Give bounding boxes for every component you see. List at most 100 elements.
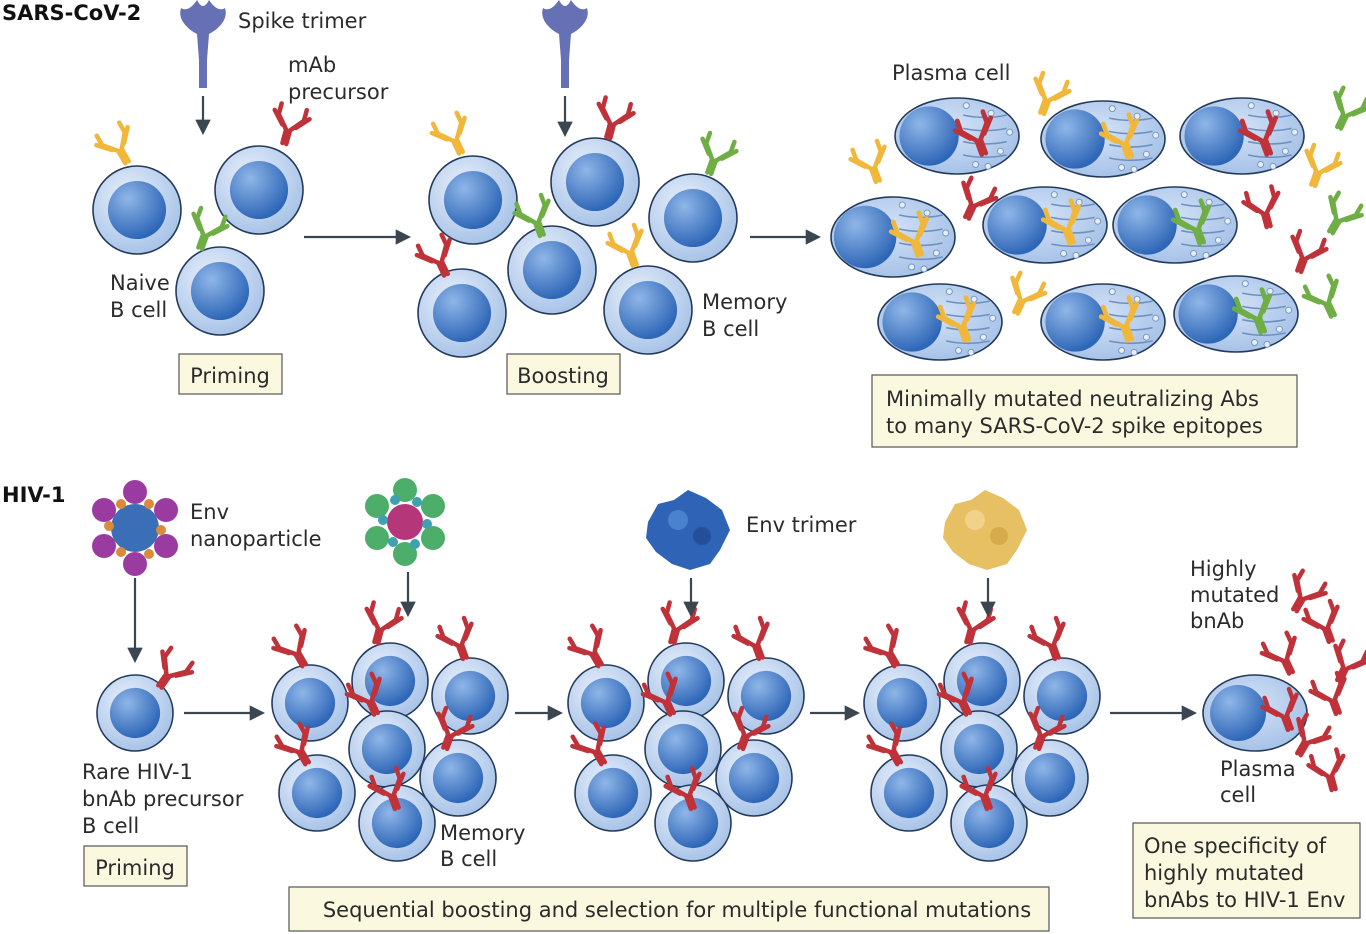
b-cell bbox=[648, 173, 738, 263]
antibody-icon bbox=[191, 205, 230, 252]
antibody-icon bbox=[848, 138, 887, 185]
b-cell bbox=[654, 784, 732, 862]
antibody-icon bbox=[959, 765, 998, 812]
antibody-icon bbox=[605, 222, 644, 269]
antibody-icon bbox=[364, 600, 404, 646]
naive-label-1: Naive bbox=[110, 271, 170, 295]
hiv-result-line3: bnAbs to HIV-1 Env bbox=[1144, 888, 1345, 912]
hiv-plasma-label-1: Plasma bbox=[1220, 757, 1296, 781]
env-trimer-label: Env trimer bbox=[746, 513, 857, 537]
hiv-result-line1: One specificity of bbox=[1144, 834, 1327, 858]
b-cell bbox=[550, 137, 640, 227]
b-cell bbox=[428, 155, 518, 245]
b-cell bbox=[507, 225, 597, 315]
hiv-result-line2: highly mutated bbox=[1144, 861, 1304, 885]
antibody-icon bbox=[1010, 270, 1048, 316]
antibody-icon bbox=[512, 192, 551, 239]
antibody-icon bbox=[732, 705, 771, 752]
antibody-icon bbox=[570, 721, 607, 767]
antibody-icon bbox=[429, 110, 467, 156]
b-cell bbox=[647, 642, 725, 720]
plasma-cell bbox=[877, 283, 1003, 361]
b-cell bbox=[715, 739, 793, 817]
env-nanoparticle-icon bbox=[92, 480, 178, 576]
b-cell bbox=[863, 664, 941, 742]
highly-mutated-label-3: bnAb bbox=[1190, 609, 1244, 633]
antibody-icon bbox=[888, 210, 930, 258]
b-cell bbox=[727, 657, 805, 735]
antibody-icon bbox=[1027, 615, 1066, 662]
antibody-icon bbox=[640, 671, 678, 717]
antibodies-layer bbox=[94, 70, 1366, 812]
b-cell bbox=[278, 754, 356, 832]
antibody-icon bbox=[1260, 686, 1299, 733]
sars-boosting-box bbox=[506, 353, 621, 395]
sars-result-line2: to many SARS-CoV-2 spike epitopes bbox=[886, 414, 1263, 438]
sars-result-line1: Minimally mutated neutralizing Abs bbox=[886, 387, 1259, 411]
antibody-icon bbox=[1295, 712, 1332, 758]
b-cell bbox=[1011, 739, 1089, 817]
b-cell bbox=[870, 754, 948, 832]
antibody-icon bbox=[961, 175, 999, 221]
antibody-icon bbox=[935, 295, 977, 343]
b-cell bbox=[1023, 657, 1101, 735]
antibody-icon bbox=[272, 101, 312, 147]
mab-precursor-label-2: precursor bbox=[288, 80, 389, 104]
antibody-icon bbox=[1170, 198, 1212, 246]
hiv-sequential-box bbox=[288, 886, 1050, 932]
antibody-icon bbox=[1301, 598, 1340, 645]
antibody-icon bbox=[367, 765, 406, 812]
antibody-icon bbox=[1304, 142, 1343, 189]
antibody-icon bbox=[700, 130, 739, 177]
b-cell bbox=[567, 664, 645, 742]
env-trimer-gold-icon bbox=[943, 490, 1027, 570]
b-cell bbox=[431, 657, 509, 735]
spike-trimer-icon bbox=[180, 0, 226, 88]
hiv-memory-label-2: B cell bbox=[440, 847, 497, 871]
plasma-cell bbox=[1173, 275, 1299, 353]
b-cell bbox=[940, 710, 1018, 788]
antibody-icon bbox=[866, 721, 903, 767]
antibody-icon bbox=[663, 765, 702, 812]
b-cell bbox=[348, 710, 426, 788]
env-nanoparticle-label-2: nanoparticle bbox=[190, 527, 322, 551]
precursor-label-2: bnAb precursor bbox=[82, 787, 244, 811]
antibody-icon bbox=[1333, 85, 1366, 131]
b-cell bbox=[96, 674, 174, 752]
plasma-cell bbox=[1040, 283, 1166, 361]
antibody-icon bbox=[936, 671, 974, 717]
mab-precursor-label-1: mAb bbox=[288, 53, 336, 77]
memory-label-1: Memory bbox=[702, 290, 787, 314]
antibody-icon bbox=[344, 671, 382, 717]
antibody-icon bbox=[1306, 747, 1346, 793]
antibody-icon bbox=[1098, 112, 1140, 160]
spike-trimer-label: Spike trimer bbox=[238, 9, 367, 33]
antibody-icon bbox=[1308, 670, 1347, 717]
b-cell bbox=[574, 754, 652, 832]
antibody-icon bbox=[1237, 109, 1279, 157]
b-cell bbox=[271, 664, 349, 742]
precursor-label-1: Rare HIV-1 bbox=[82, 760, 193, 784]
plasma-cells-layer bbox=[830, 97, 1308, 752]
antibody-icon bbox=[1259, 630, 1297, 676]
antibody-icon bbox=[156, 645, 195, 690]
highly-mutated-label-2: mutated bbox=[1190, 583, 1279, 607]
hiv-sequential-text: Sequential boosting and selection for mu… bbox=[323, 898, 1031, 922]
hiv-plasma-cell bbox=[1202, 674, 1308, 752]
antibody-icon bbox=[1290, 228, 1329, 275]
antibody-icon bbox=[567, 623, 604, 669]
antibody-icon bbox=[1098, 295, 1140, 343]
sars-result-box bbox=[871, 374, 1298, 448]
env-nanoparticle-green-icon bbox=[365, 478, 445, 566]
antibody-icon bbox=[596, 95, 636, 141]
b-cell bbox=[358, 784, 436, 862]
antibody-icon bbox=[1291, 568, 1328, 614]
hiv-memory-label-1: Memory bbox=[440, 821, 525, 845]
env-nanoparticle-label-1: Env bbox=[190, 500, 229, 524]
antibody-icon bbox=[435, 615, 474, 662]
antibody-icon bbox=[414, 232, 452, 278]
antibody-icon bbox=[1028, 705, 1067, 752]
b-cell bbox=[943, 642, 1021, 720]
naive-label-2: B cell bbox=[110, 298, 167, 322]
memory-label-2: B cell bbox=[702, 317, 759, 341]
